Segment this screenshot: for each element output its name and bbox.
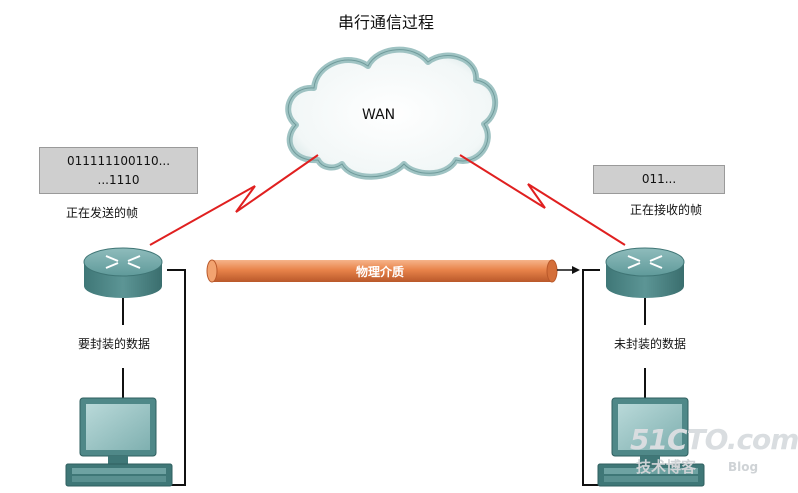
watermark-blog: Blog [728, 460, 759, 474]
router-arrows-icon [105, 255, 141, 269]
sender-bits-line2: ...1110 [97, 173, 140, 187]
medium-arrow [557, 266, 580, 274]
left-bracket [167, 269, 186, 486]
right-serial-link [459, 154, 626, 246]
left-router[interactable] [83, 247, 163, 298]
right-router[interactable] [605, 247, 685, 298]
unencapsulated-data-label: 未封装的数据 [614, 337, 687, 351]
wan-cloud [285, 46, 499, 180]
wan-label: WAN [362, 107, 396, 123]
diagram-title: 串行通信过程 [337, 13, 434, 32]
physical-medium-label: 物理介质 [356, 265, 405, 279]
right-pc[interactable] [597, 397, 705, 487]
watermark-subtitle: 技术博客 [636, 458, 697, 476]
sending-frame-label: 正在发送的帧 [66, 206, 139, 220]
data-to-encapsulate-label: 要封装的数据 [78, 337, 151, 351]
diagram-canvas [65, 46, 705, 487]
receiving-frame-label: 正在接收的帧 [630, 203, 703, 217]
receiver-bits-box: 011... [593, 165, 725, 194]
right-bracket [582, 269, 600, 486]
left-pc[interactable] [65, 397, 173, 487]
sender-bits-line1: 011111100110... [66, 154, 171, 168]
watermark-logo: 51CTO.com [630, 423, 798, 456]
receiver-bits: 011... [641, 172, 677, 186]
router-arrows-icon [627, 255, 663, 269]
physical-medium-pipe [206, 259, 558, 283]
sender-bits-box: 011111100110... ...1110 [39, 147, 198, 194]
left-serial-link [149, 154, 319, 246]
